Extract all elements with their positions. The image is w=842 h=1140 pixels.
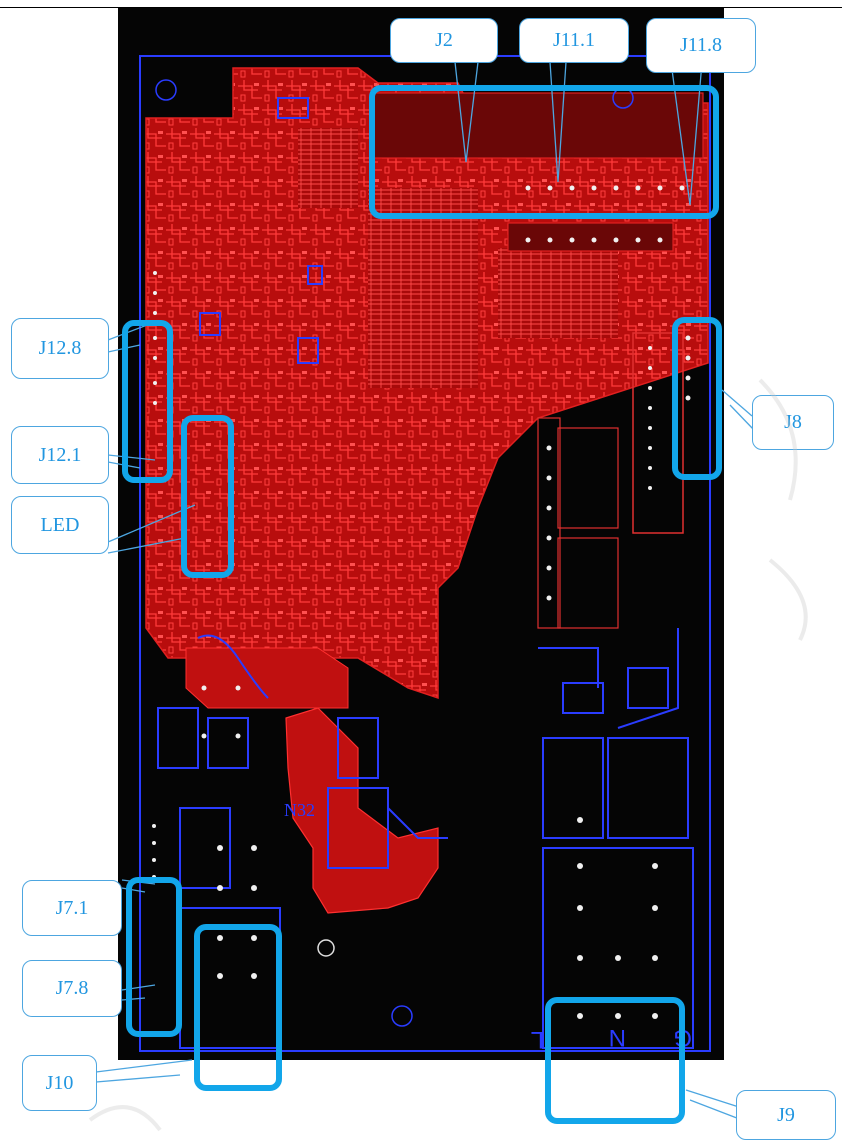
highlight-j7 [126,877,182,1037]
pcb-artwork: N32 N G L [139,55,711,1053]
callout-j7-1: J7.1 [22,880,122,936]
silk-l: L [531,1026,544,1053]
top-rule [0,7,842,8]
logic-area [368,188,478,388]
pcb-layout-image: N32 N G L [118,8,724,1060]
callout-j2: J2 [390,18,498,63]
highlight-j8 [672,317,722,480]
pads [152,185,691,1019]
highlight-led [181,415,234,578]
highlight-j9 [545,997,685,1124]
highlight-top-connectors [369,85,719,219]
silk-n32: N32 [284,800,315,820]
callout-j10: J10 [22,1055,97,1111]
silk-n: N [609,1024,626,1051]
callout-j11-1: J11.1 [519,18,629,63]
callout-led: LED [11,496,109,554]
callout-j11-8: J11.8 [646,18,756,73]
callout-j7-8: J7.8 [22,960,122,1017]
callout-j8: J8 [752,395,834,450]
callout-j9: J9 [736,1090,836,1140]
highlight-j12 [122,320,173,483]
highlight-j10 [194,924,282,1091]
power-copper [285,707,439,914]
callout-j12-8: J12.8 [11,318,109,379]
callout-j12-1: J12.1 [11,426,109,484]
